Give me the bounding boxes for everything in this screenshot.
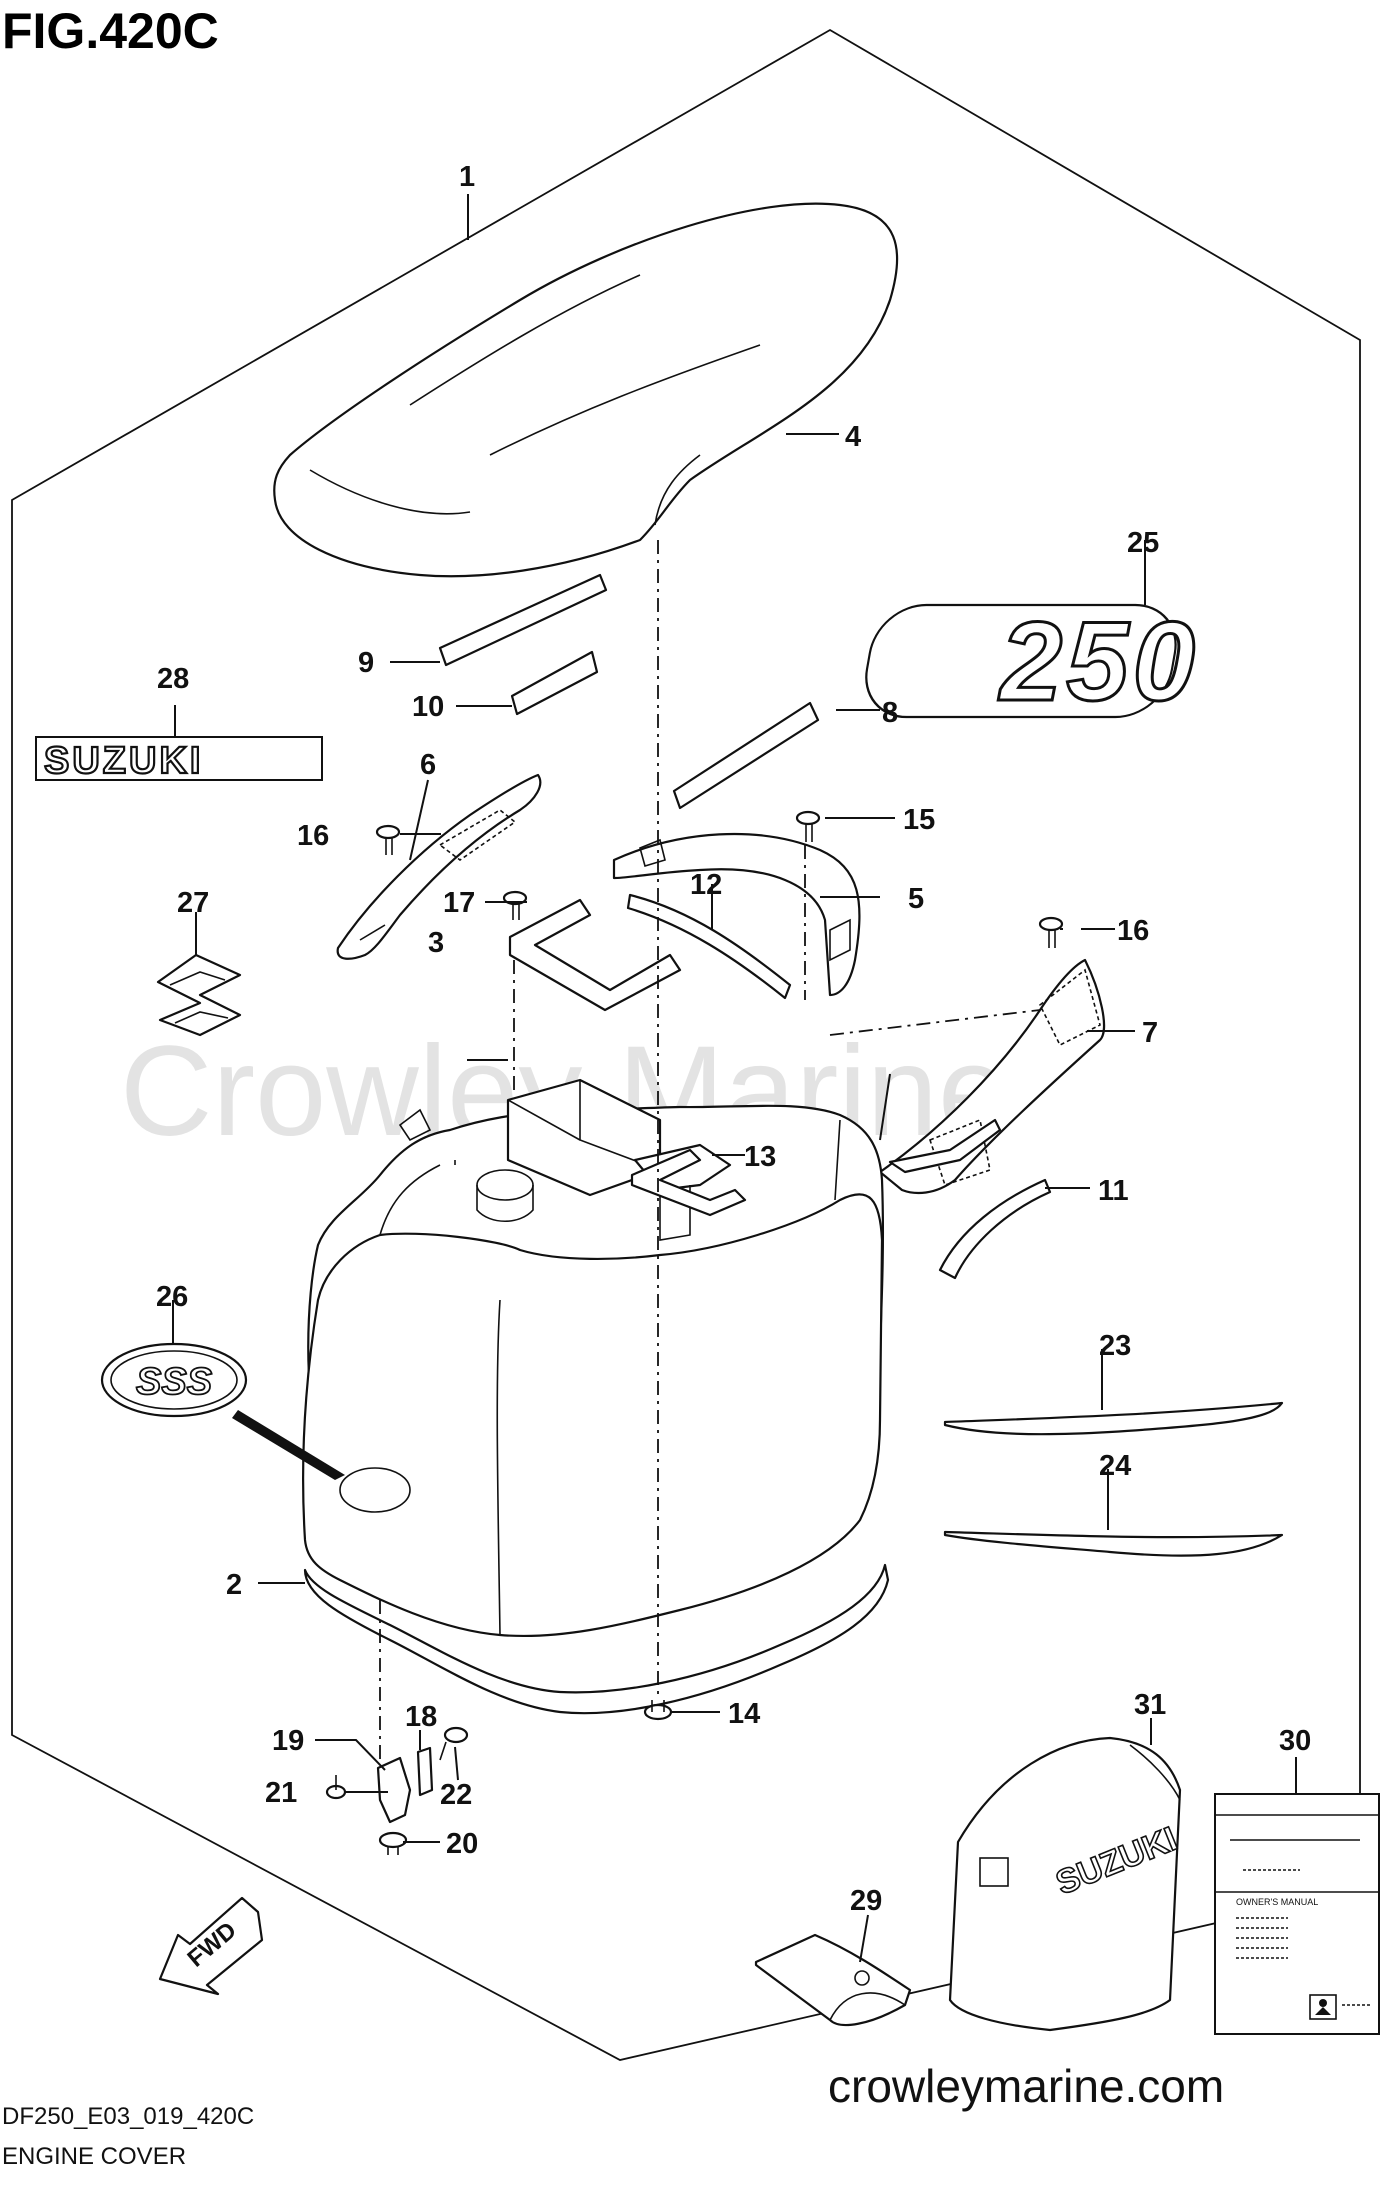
callout-25: 25 — [1127, 527, 1159, 559]
callout-12: 12 — [690, 869, 722, 901]
callout-21: 21 — [265, 1777, 297, 1809]
callout-30: 30 — [1279, 1725, 1311, 1757]
callout-23: 23 — [1099, 1330, 1131, 1362]
fwd-arrow: FWD — [158, 1896, 264, 1996]
clip-16a-part — [375, 824, 401, 855]
callout-19: 19 — [272, 1725, 304, 1757]
callout-11: 11 — [1098, 1175, 1129, 1207]
callout-26: 26 — [156, 1281, 188, 1313]
callout-20: 20 — [446, 1828, 478, 1860]
sss-decal-part: SSS — [100, 1342, 248, 1418]
left-louver-part — [336, 773, 542, 960]
callout-27: 27 — [177, 887, 209, 919]
alignment-line-louver — [829, 1009, 1041, 1036]
sss-pointer-arrow — [232, 1410, 345, 1480]
callout-8: 8 — [882, 697, 898, 729]
stripe-24-part — [943, 1530, 1284, 1557]
callout-numbers: 1 2 3 4 5 6 7 8 9 10 11 12 13 14 15 16 1… — [156, 161, 1311, 1917]
callout-6: 6 — [420, 749, 436, 781]
bracket-13-part — [630, 1148, 747, 1217]
suzuki-decal-part: SUZUKI — [35, 736, 323, 783]
callout-16a: 16 — [297, 820, 329, 852]
grommet-20-part — [378, 1831, 408, 1855]
clip-16b-part — [1038, 916, 1064, 948]
seal-9-part — [438, 573, 608, 667]
callout-10: 10 — [412, 691, 444, 723]
site-url: crowleymarine.com — [828, 2060, 1224, 2112]
seal-12-part — [626, 893, 792, 1000]
manual-title-text: OWNER'S MANUAL — [1236, 1897, 1318, 1907]
callout-28: 28 — [157, 663, 189, 695]
callout-31: 31 — [1134, 1689, 1166, 1721]
callout-18: 18 — [405, 1701, 437, 1733]
owners-manual-part: OWNER'S MANUAL — [1214, 1793, 1380, 2035]
callout-22: 22 — [440, 1779, 472, 1811]
callout-16b: 16 — [1117, 915, 1149, 947]
figure-code: DF250_E03_019_420C — [2, 2103, 254, 2130]
figure-title: FIG.420C — [2, 3, 219, 59]
cover-bag-part: SUZUKI — [948, 1736, 1183, 2032]
diagram-frame — [11, 28, 1361, 2061]
right-louver-part — [878, 958, 1106, 1195]
leader-lines — [172, 194, 1297, 1963]
sss-decal-text: SSS — [136, 1361, 212, 1403]
callout-17: 17 — [443, 887, 475, 919]
top-cover-part — [273, 202, 899, 578]
stripe-23-part — [943, 1401, 1284, 1436]
callout-14: 14 — [728, 1698, 760, 1730]
seal-11-part — [938, 1178, 1052, 1280]
suzuki-decal-text: SUZUKI — [44, 740, 203, 782]
callout-24: 24 — [1099, 1450, 1131, 1482]
cover-seal-ring — [303, 1563, 890, 1715]
callout-7: 7 — [1142, 1017, 1158, 1049]
bolt-22-part — [439, 1726, 469, 1761]
bracket-3-part — [508, 898, 682, 1012]
callout-1: 1 — [459, 161, 475, 193]
tool-pouch-part — [754, 1933, 912, 2027]
callout-5: 5 — [908, 883, 924, 915]
decal-250-part: 250 — [865, 598, 1199, 726]
callout-4: 4 — [845, 421, 861, 453]
callout-3: 3 — [428, 927, 444, 959]
callout-9: 9 — [358, 647, 374, 679]
callout-13: 13 — [744, 1141, 776, 1173]
figure-caption: ENGINE COVER — [2, 2143, 186, 2170]
clip-17-part — [502, 890, 528, 920]
decal-250-text: 250 — [998, 599, 1199, 724]
seal-8-part — [672, 701, 820, 810]
engine-cover-part — [301, 1078, 885, 1638]
callout-29: 29 — [850, 1885, 882, 1917]
callout-15: 15 — [903, 804, 935, 836]
rear-panel-part — [612, 832, 861, 997]
clip-15-part — [795, 810, 821, 842]
bolt-21-part — [325, 1775, 347, 1800]
latch-assembly-part — [325, 1726, 469, 1855]
s-emblem-part — [156, 953, 242, 1037]
seal-10-part — [510, 650, 599, 716]
callout-2: 2 — [226, 1569, 242, 1601]
